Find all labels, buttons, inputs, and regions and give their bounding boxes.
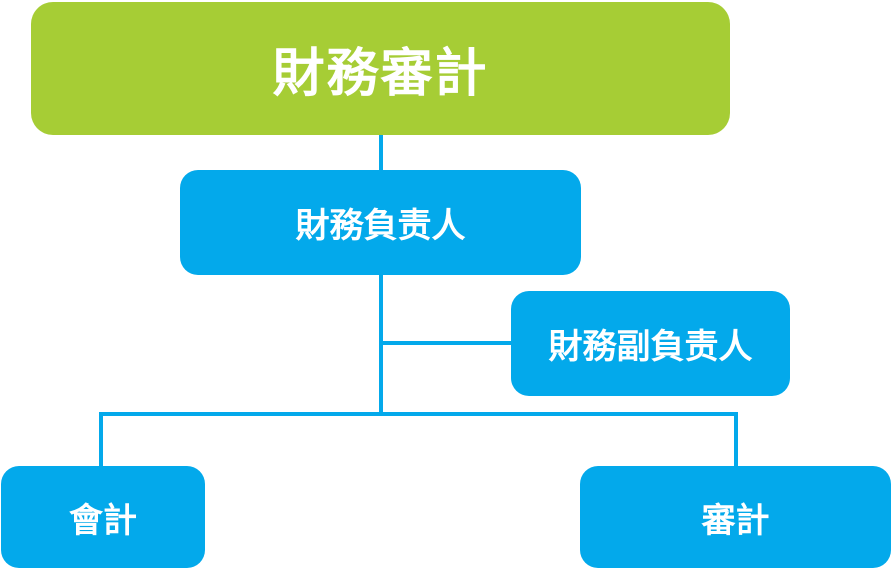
node-audit: 審計 [580,466,891,568]
node-accounting: 會計 [1,466,205,568]
node-financial-audit: 財務審計 [31,2,730,135]
node-financial-audit-label: 財務審計 [272,44,489,104]
node-finance-head: 財務負责人 [180,170,581,275]
node-finance-deputy-head: 財務副負责人 [511,291,790,396]
node-accounting-label: 會計 [69,500,137,541]
node-finance-head-label: 財務負责人 [295,206,466,246]
node-finance-deputy-head-label: 財務副負责人 [548,327,753,367]
node-audit-label: 審計 [701,500,770,541]
